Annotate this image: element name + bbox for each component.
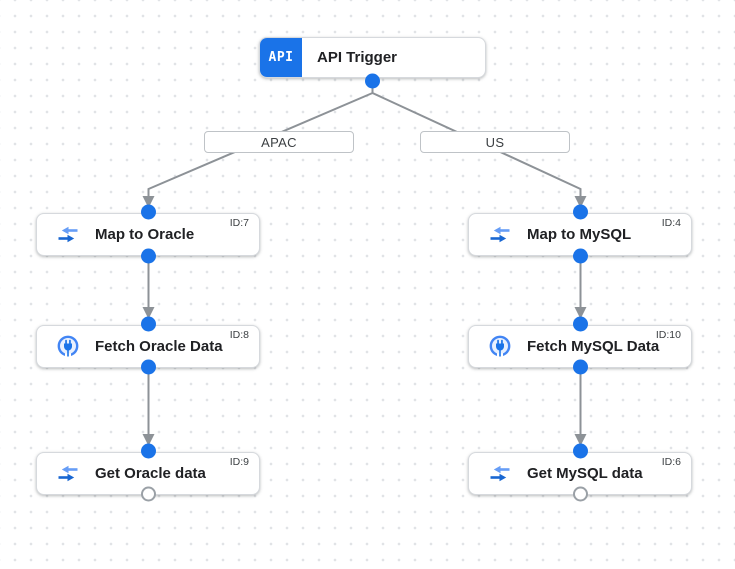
node-api-trigger[interactable]: API API Trigger [259, 37, 486, 78]
node-fetch-mysql-data[interactable]: ID:10 Fetch MySQL Data [468, 325, 692, 368]
node-id-label: ID:7 [229, 217, 249, 229]
data-mapping-icon [55, 226, 81, 243]
node-title: Get Oracle data [95, 465, 206, 482]
arrowhead-icon [574, 434, 587, 446]
node-get-mysql-data[interactable]: ID:6 Get MySQL data [468, 452, 692, 495]
node-id-label: ID:6 [661, 456, 681, 468]
arrowhead-icon [142, 196, 155, 208]
api-trigger-icon: API [260, 38, 302, 77]
node-get-oracle-data[interactable]: ID:9 Get Oracle data [36, 452, 260, 495]
node-id-label: ID:4 [661, 217, 681, 229]
node-title: Map to MySQL [527, 226, 632, 243]
node-title: Fetch MySQL Data [527, 338, 660, 355]
node-title: Fetch Oracle Data [95, 338, 223, 355]
data-mapping-icon [55, 465, 81, 482]
branch-label-us[interactable]: US [420, 131, 570, 153]
connector-icon [55, 334, 81, 360]
connector-icon [487, 334, 513, 360]
arrowhead-icon [142, 307, 155, 319]
branch-label-apac[interactable]: APAC [204, 131, 354, 153]
node-title: Get MySQL data [527, 465, 643, 482]
node-map-to-mysql[interactable]: ID:4 Map to MySQL [468, 213, 692, 256]
trigger-title: API Trigger [317, 49, 398, 66]
data-mapping-icon [487, 465, 513, 482]
node-title: Map to Oracle [95, 226, 195, 243]
node-id-label: ID:9 [229, 456, 249, 468]
data-mapping-icon [487, 226, 513, 243]
node-id-label: ID:10 [655, 329, 681, 341]
arrowhead-icon [574, 307, 587, 319]
node-id-label: ID:8 [229, 329, 249, 341]
node-fetch-oracle-data[interactable]: ID:8 Fetch Oracle Data [36, 325, 260, 368]
arrowhead-icon [574, 196, 587, 208]
node-map-to-oracle[interactable]: ID:7 Map to Oracle [36, 213, 260, 256]
arrowhead-icon [142, 434, 155, 446]
